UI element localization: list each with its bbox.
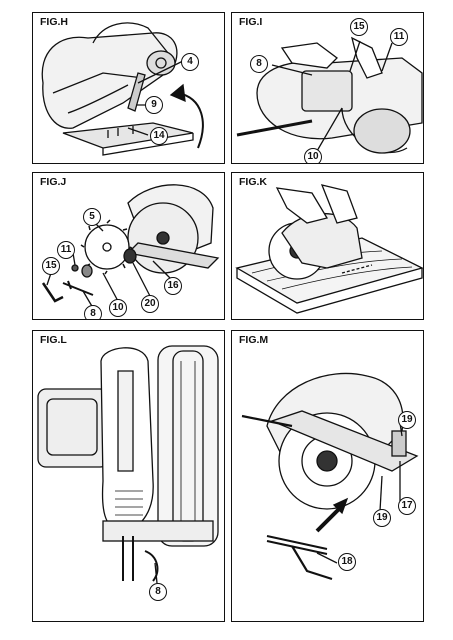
callout-j-20: 20: [141, 295, 159, 313]
callout-j-5: 5: [83, 208, 101, 226]
callout-j-11: 11: [57, 241, 75, 259]
callout-m-19-top: 19: [398, 411, 416, 429]
figure-k-illustration: [235, 184, 423, 314]
figure-m-label: FIG.M: [237, 334, 271, 346]
callout-i-8: 8: [250, 55, 268, 73]
callout-h-14: 14: [150, 127, 168, 145]
figure-j-illustration: [41, 184, 220, 309]
figure-i-label: FIG.I: [237, 16, 265, 28]
callout-j-16: 16: [164, 277, 182, 295]
callout-l-8: 8: [149, 583, 167, 601]
figure-k-label: FIG.K: [237, 176, 269, 188]
figure-l-label: FIG.L: [38, 334, 69, 346]
callout-j-15: 15: [42, 257, 60, 275]
callout-i-15: 15: [350, 18, 368, 36]
figure-h-panel: FIG.H 4 9 14: [32, 12, 225, 164]
callout-m-18: 18: [338, 553, 356, 571]
callout-i-11: 11: [390, 28, 408, 46]
figure-j-panel: FIG.J 5 11 15 8 10 20 16: [32, 172, 225, 320]
figure-i-panel: FIG.I 15 11 8 10: [231, 12, 424, 164]
callout-h-9: 9: [145, 96, 163, 114]
figure-k-panel: FIG.K: [231, 172, 424, 320]
figure-m-illustration: [241, 372, 419, 581]
figure-i-illustration: [236, 36, 423, 154]
callout-j-8: 8: [84, 305, 102, 319]
callout-j-10: 10: [109, 299, 127, 317]
callout-m-17: 17: [398, 497, 416, 515]
figure-h-illustration: [41, 22, 204, 156]
callout-i-10: 10: [304, 148, 322, 163]
callout-h-4: 4: [181, 53, 199, 71]
figure-l-panel: FIG.L 8: [32, 330, 225, 622]
figure-l-illustration: [37, 345, 219, 584]
figure-h-label: FIG.H: [38, 16, 70, 28]
figure-j-label: FIG.J: [38, 176, 69, 188]
callout-m-19-bottom: 19: [373, 509, 391, 527]
figure-m-panel: FIG.M 19 17 19 18: [231, 330, 424, 622]
